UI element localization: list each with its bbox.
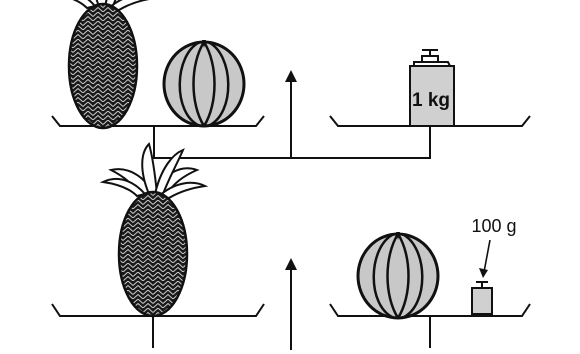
bottom-center-arrow [285, 258, 297, 350]
weight-icon [471, 281, 493, 315]
top-weight-label: 1 kg [412, 90, 450, 111]
bottom-right-pan [329, 303, 531, 317]
top-center-arrow [285, 70, 297, 158]
bottom-weight-label: 100 g [471, 216, 516, 236]
melon-icon [356, 230, 440, 320]
pineapple-icon [51, 0, 157, 130]
top-balance: 1 kg [51, 0, 531, 159]
melon-icon [162, 38, 246, 128]
weight-icon [409, 49, 455, 127]
bottom-balance: 100 g [51, 142, 531, 350]
top-left-pan [51, 115, 265, 127]
weight-pointer-arrow [479, 239, 491, 278]
pineapple-icon [101, 142, 207, 318]
